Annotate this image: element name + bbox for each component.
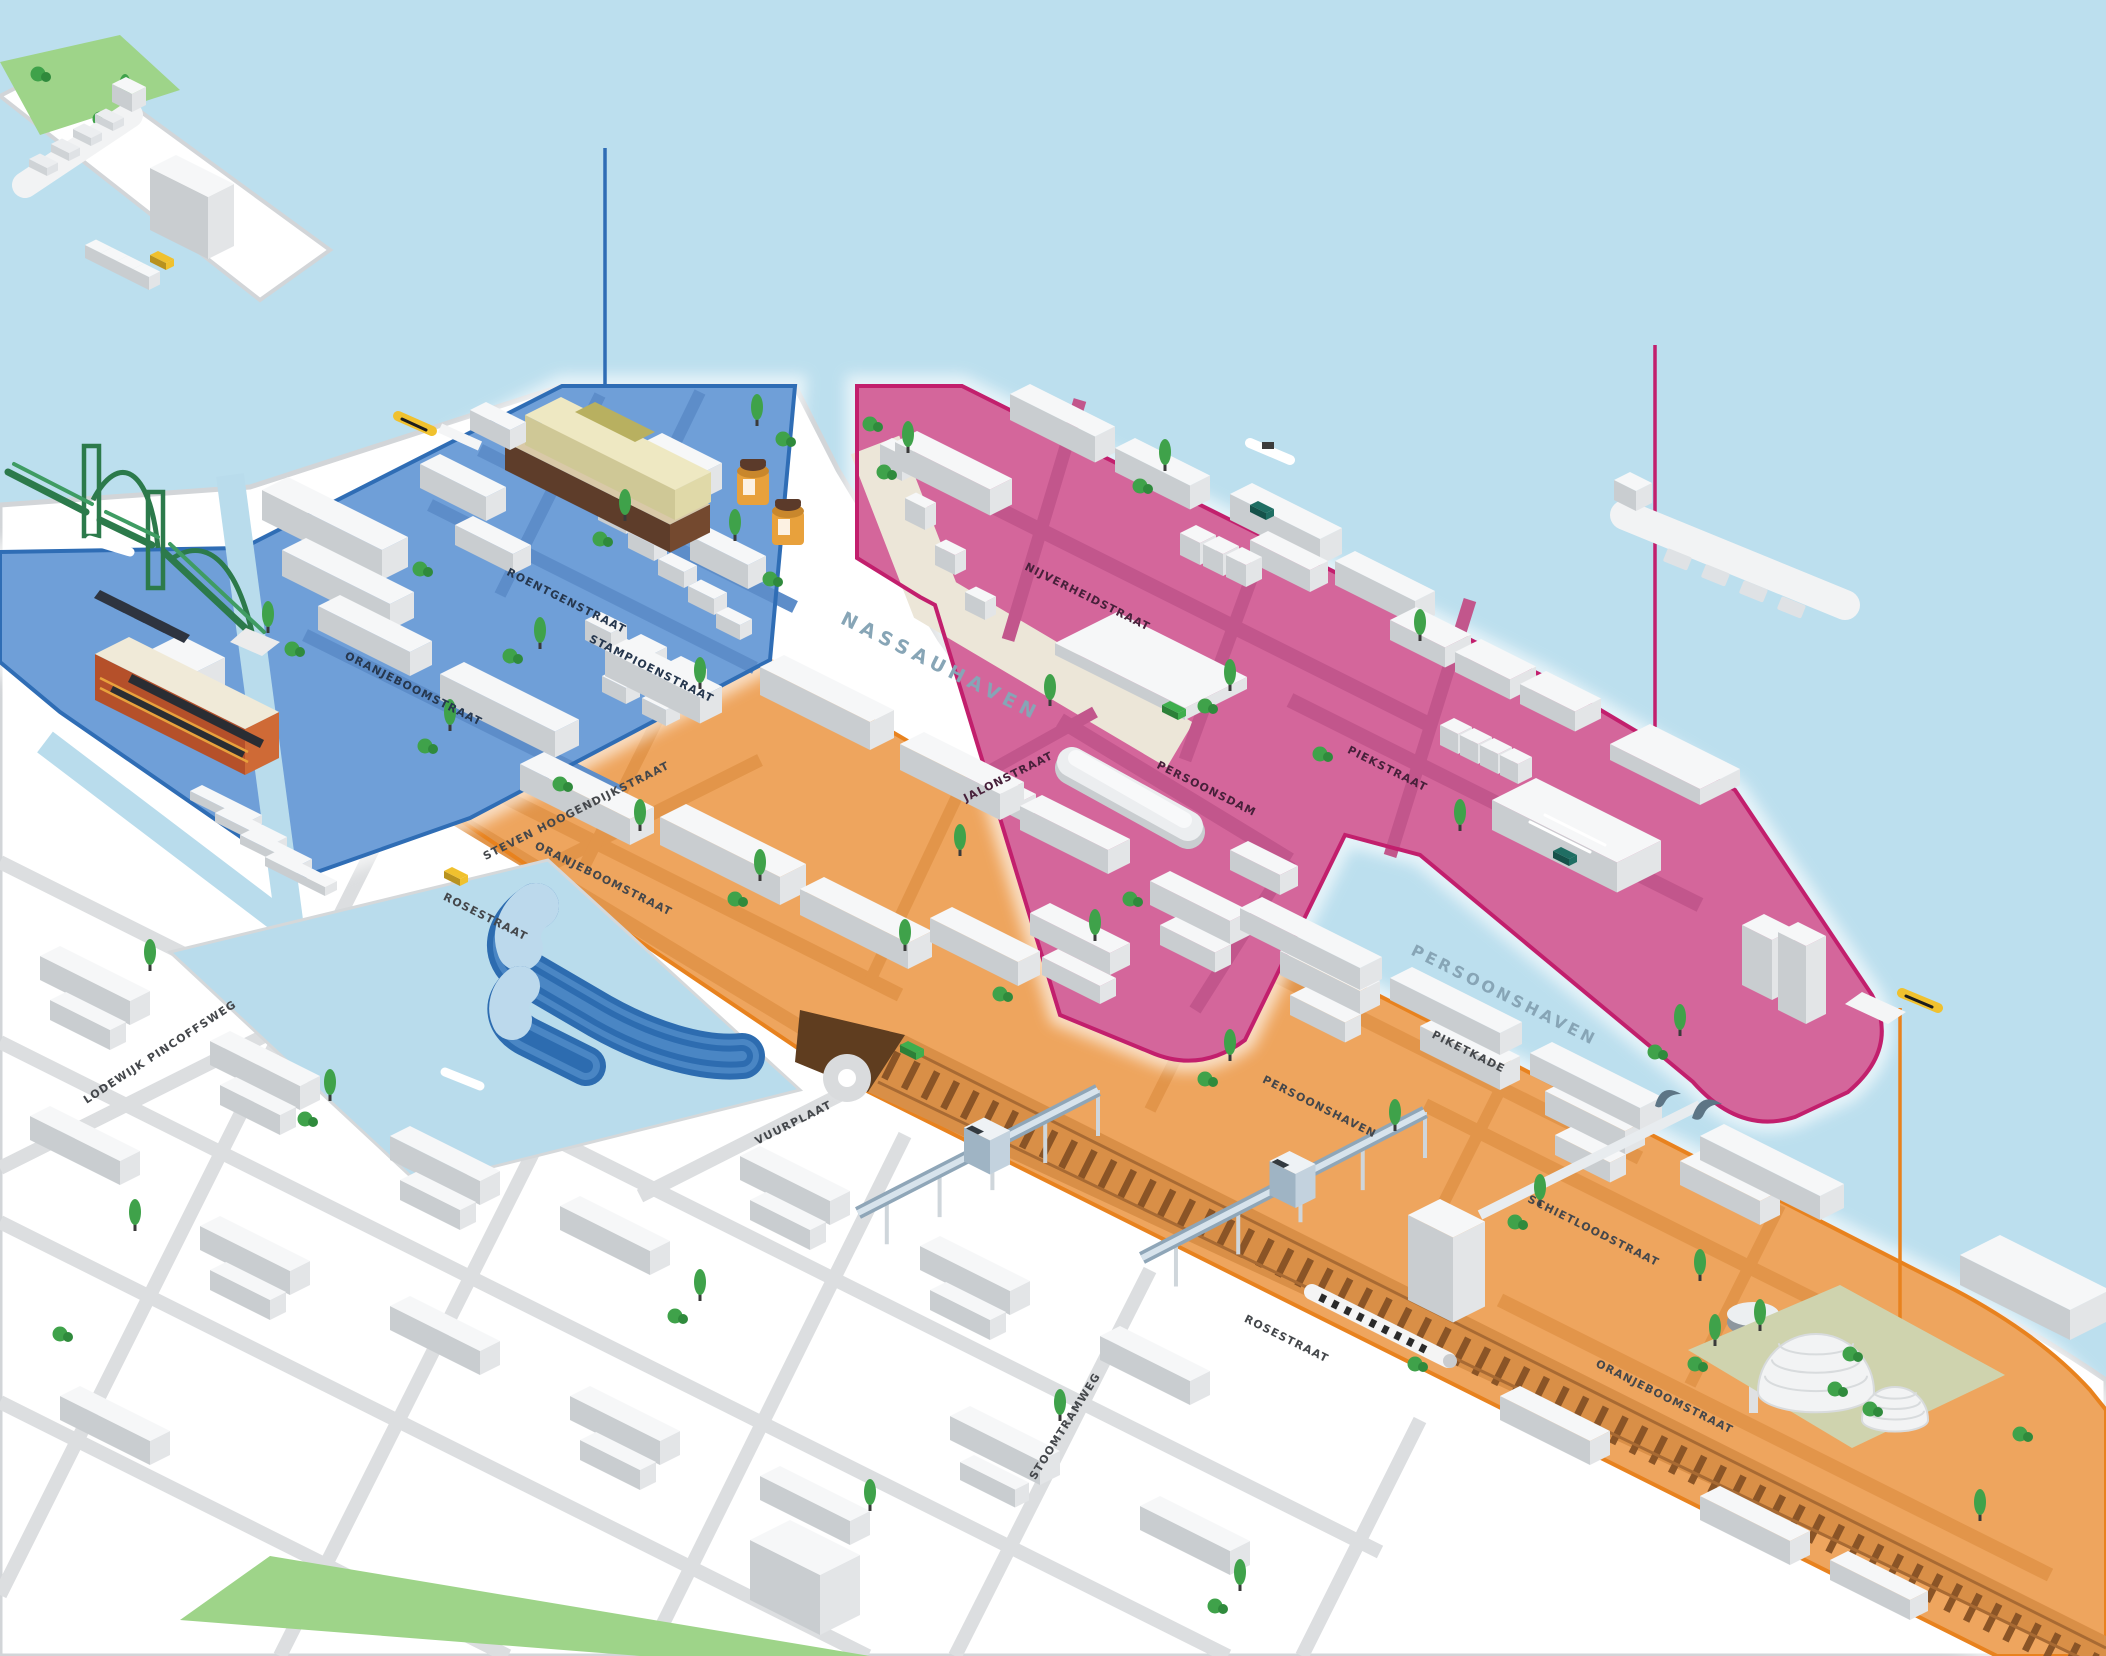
harbor-shed <box>1492 778 1661 893</box>
boats <box>85 438 1295 1091</box>
dolphins-icon <box>1655 1090 1722 1120</box>
roundabout-icon <box>823 1054 871 1102</box>
brick-factory-icon <box>95 637 279 775</box>
peperklip-building-icon <box>487 883 765 1086</box>
station-footbridge-icon <box>855 1084 1428 1287</box>
de-hef-bridge-icon <box>4 443 280 656</box>
vehicles <box>150 251 1577 1060</box>
cargo-ship-icon <box>12 77 146 198</box>
storage-jars-icon <box>737 459 804 545</box>
rounded-long-building <box>1055 747 1205 849</box>
courtyard-landmark-icon <box>470 397 711 553</box>
buildings <box>30 384 2106 1635</box>
cargo-ship-icon <box>1610 472 1860 620</box>
railway-trench-icon <box>795 1010 2106 1656</box>
train-icon <box>1304 1284 1457 1368</box>
water-taxi-icon <box>393 411 1943 1013</box>
top-left-pier <box>0 35 334 303</box>
pier <box>437 423 1906 1220</box>
